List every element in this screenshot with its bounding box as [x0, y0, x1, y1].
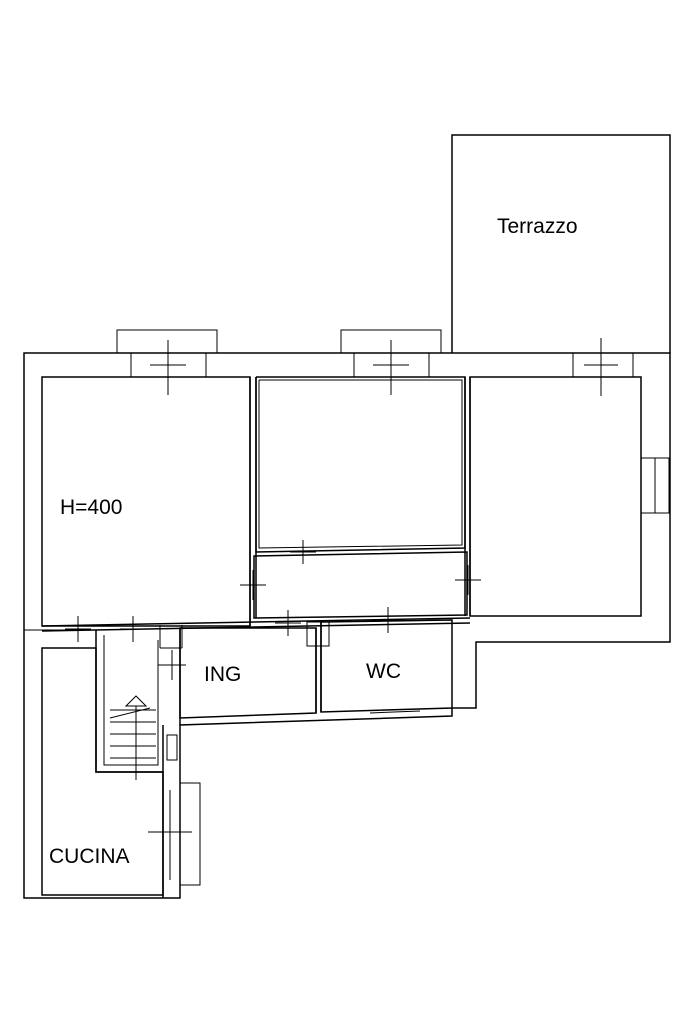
- inner-walls: [41, 377, 471, 898]
- staircase: [95, 630, 178, 780]
- room-middle: [255, 376, 466, 553]
- wc-label: WC: [366, 660, 401, 683]
- terrace-label: Terrazzo: [497, 215, 578, 238]
- corridor: [253, 551, 468, 619]
- entrance-label: ING: [204, 663, 241, 686]
- room-height-label: H=400: [60, 496, 122, 519]
- door-markers: [65, 338, 618, 845]
- room-right: [469, 376, 670, 617]
- kitchen-label: CUCINA: [49, 845, 130, 868]
- terrace: [451, 134, 671, 353]
